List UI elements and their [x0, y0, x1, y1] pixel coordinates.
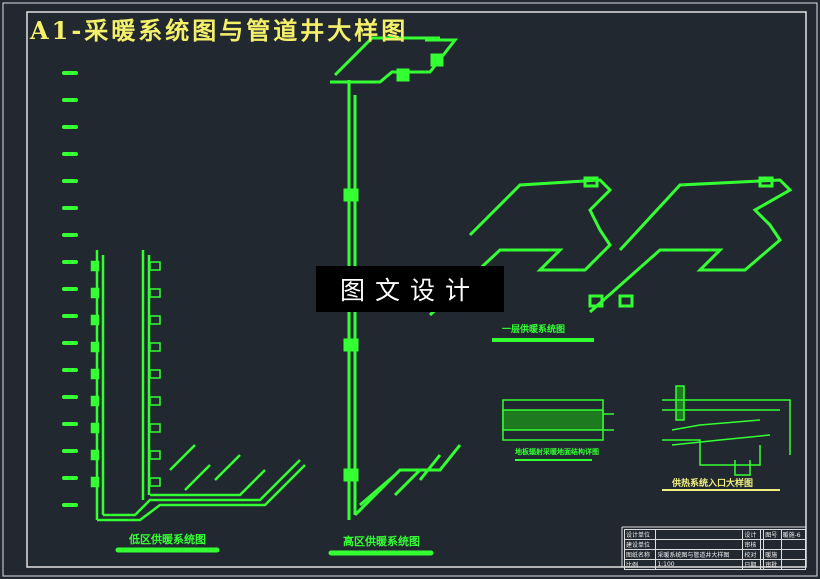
floor-level-marker	[62, 341, 78, 345]
high-zone-system	[330, 36, 462, 520]
title-block-cell: 校对	[742, 549, 761, 560]
first-floor-system	[428, 176, 793, 342]
floor-level-marker	[62, 233, 78, 237]
title-block-cell	[759, 559, 765, 570]
valve	[90, 287, 100, 299]
floor-level-markers	[62, 71, 78, 507]
valve	[90, 260, 100, 272]
floor-structure-detail	[502, 399, 614, 461]
radiator	[149, 315, 161, 325]
floor-level-marker	[62, 368, 78, 372]
valve	[90, 368, 100, 380]
title-block-cell: 设计单位	[623, 529, 657, 540]
title-block-cell: 日期	[742, 559, 761, 570]
floor-level-marker	[62, 179, 78, 183]
floor-level-marker	[62, 476, 78, 480]
radiator	[149, 261, 161, 271]
title-block-cell	[780, 539, 807, 550]
title-block-frame	[621, 526, 806, 567]
title-block-cell	[655, 529, 744, 540]
title-block-cell: 采暖系统图与管道井大样图	[655, 549, 744, 560]
title-block-cell	[763, 539, 782, 550]
title-block-cell: 设计	[742, 529, 761, 540]
radiator	[149, 369, 161, 379]
low-zone-label: 低区供暖系统图	[129, 533, 206, 546]
title-block-cell: 图纸名称	[623, 549, 657, 560]
title-block-cell: 1:100	[655, 559, 744, 570]
radiators	[90, 260, 161, 488]
valve	[90, 395, 100, 407]
title-block-cell	[780, 549, 807, 560]
inner-border	[26, 11, 807, 568]
floor-level-marker	[62, 395, 78, 399]
low-zone-system	[90, 250, 306, 522]
title-block-cell: 暖施-6	[780, 529, 807, 540]
title-block-row: 设计单位 设计图号暖施-6	[623, 529, 807, 540]
title-block-cell: 建设单位	[623, 539, 657, 550]
floor-level-marker	[62, 152, 78, 156]
floor-level-marker	[62, 98, 78, 102]
title-block-row: 建设单位 审核	[623, 539, 807, 550]
floor-level-marker	[62, 71, 78, 75]
floor-detail-label: 地板辐射采暖地面结构详图	[515, 448, 599, 456]
radiator	[149, 288, 161, 298]
floor-level-marker	[62, 206, 78, 210]
first-floor-label: 一层供暖系统图	[502, 325, 566, 335]
entry-detail-label: 供热系统入口大样图	[672, 479, 754, 489]
floor-level-marker	[62, 287, 78, 291]
valve	[90, 314, 100, 326]
title-block-cell	[655, 539, 744, 550]
radiator	[149, 477, 161, 487]
floor-level-marker	[62, 260, 78, 264]
floor-level-marker	[62, 314, 78, 318]
drawing-title: A1-采暖系统图与管道井大样图	[30, 16, 409, 45]
radiator	[149, 450, 161, 460]
title-block-row: 图纸名称采暖系统图与管道井大样图校对暖施	[623, 549, 807, 560]
valve	[90, 476, 100, 488]
watermark: 图文设计	[316, 266, 504, 312]
floor-level-marker	[62, 503, 78, 507]
radiator	[149, 342, 161, 352]
title-block-cell: 审核	[742, 539, 761, 550]
floor-level-marker	[62, 422, 78, 426]
valve	[90, 341, 100, 353]
valve	[90, 449, 100, 461]
floor-level-marker	[62, 449, 78, 453]
title-block-cell: 图号	[763, 529, 782, 540]
floor-level-marker	[62, 125, 78, 129]
label-underlines	[115, 547, 434, 556]
entry-detail	[662, 385, 791, 491]
title-block-cell	[780, 559, 807, 570]
valve	[90, 422, 100, 434]
title-block-cell: 比例	[623, 559, 657, 570]
high-zone-label: 高区供暖系统图	[343, 535, 420, 548]
radiator	[149, 396, 161, 406]
radiator	[149, 423, 161, 433]
title-block-cell: 暖施	[763, 549, 782, 560]
title-block-cell: 审批	[763, 559, 782, 570]
